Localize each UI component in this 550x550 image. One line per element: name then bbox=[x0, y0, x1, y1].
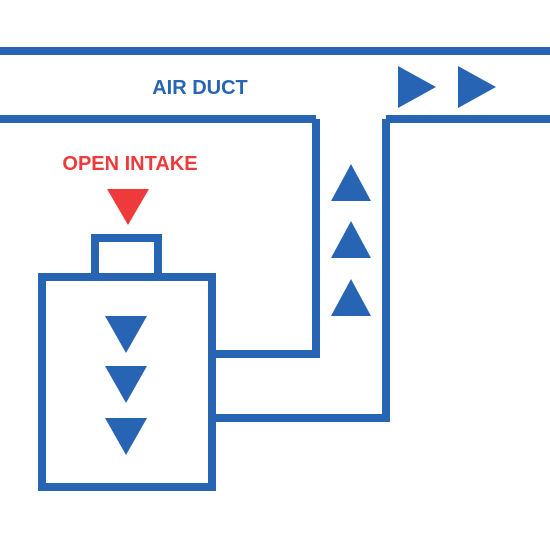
flow-right-arrow-1 bbox=[398, 66, 436, 108]
open-intake-label: OPEN INTAKE bbox=[62, 153, 197, 175]
air-duct-label: AIR DUCT bbox=[152, 77, 248, 99]
flow-up-arrow-2 bbox=[331, 221, 371, 258]
flow-down-arrow-2 bbox=[105, 366, 147, 403]
intake-marker-icon bbox=[107, 189, 149, 225]
collection-box bbox=[38, 273, 216, 491]
flow-up-arrow-3 bbox=[331, 279, 371, 316]
flow-down-arrow-3 bbox=[105, 418, 147, 455]
flow-down-arrow-1 bbox=[105, 316, 147, 353]
flow-right-arrow-2 bbox=[458, 66, 496, 108]
intake-collar bbox=[91, 234, 162, 277]
riser-pipe-inner-wall bbox=[212, 119, 320, 358]
riser-pipe-outer-wall bbox=[212, 119, 390, 422]
flow-up-arrow-1 bbox=[331, 164, 371, 201]
